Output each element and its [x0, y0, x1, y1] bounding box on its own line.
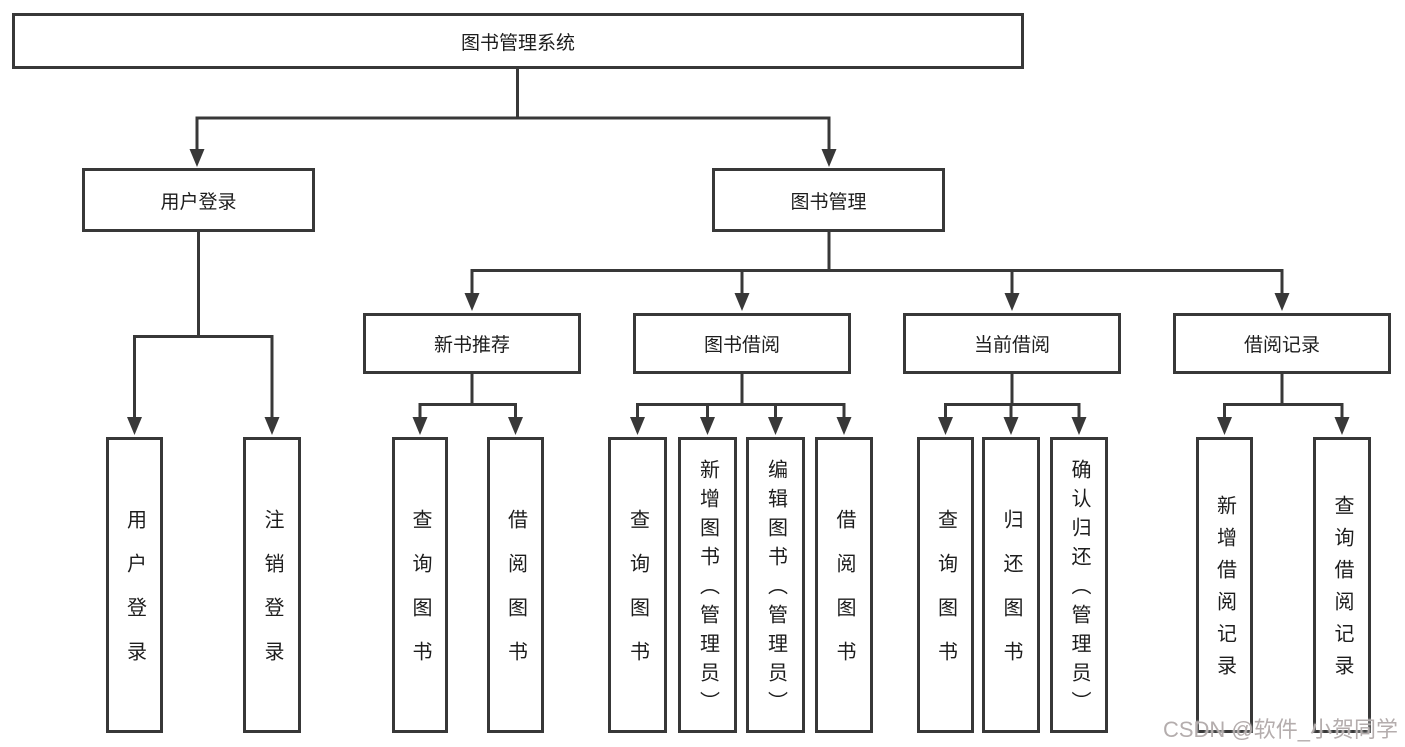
connector-root-to-level2: [195, 69, 831, 152]
leaf-current-query-books: 查询图书: [917, 437, 974, 733]
leaf-borrow-query-books: 查询图书: [608, 437, 667, 733]
leaf-logout-login-label: 注销登录: [261, 509, 283, 685]
node-borrow-records-label: 借阅记录: [1243, 335, 1320, 356]
node-current-borrow-label: 当前借阅: [973, 335, 1050, 356]
leaf-borrow-query-books-label: 查询图书: [626, 509, 649, 685]
csdn-watermark: CSDN @软件_小贺同学: [1162, 717, 1398, 742]
leaf-borrow-edit-books-admin-label: 编辑图书（管理员）: [764, 459, 787, 720]
connector-bookmgmt-to-level3: [470, 232, 1284, 297]
node-book-management: 图书管理: [712, 168, 945, 232]
leaf-borrow-edit-books-admin: 编辑图书（管理员）: [746, 437, 805, 733]
node-user-login: 用户登录: [82, 168, 315, 232]
node-new-book-recommend-label: 新书推荐: [433, 335, 510, 356]
connector-borrowrecords-to-leaves: [1223, 374, 1344, 421]
node-book-management-label: 图书管理: [790, 191, 867, 213]
connector-currentborrow-to-leaves: [944, 374, 1081, 421]
arrowheads: [127, 149, 1350, 435]
node-borrow-records: 借阅记录: [1173, 313, 1391, 374]
node-book-borrow: 图书借阅: [633, 313, 851, 374]
leaf-user-login-label: 用户登录: [123, 509, 146, 685]
leaf-borrow-add-books-admin-label: 新增图书（管理员）: [696, 459, 719, 720]
leaf-records-add-borrow-record-label: 新增借阅记录: [1213, 495, 1236, 687]
node-root: 图书管理系统: [12, 13, 1024, 69]
leaf-borrow-borrow-books-label: 借阅图书: [833, 509, 855, 685]
leaf-newrec-query-books: 查询图书: [392, 437, 448, 733]
node-user-login-label: 用户登录: [160, 191, 237, 213]
node-book-borrow-label: 图书借阅: [703, 335, 780, 356]
node-new-book-recommend: 新书推荐: [363, 313, 581, 374]
leaf-current-confirm-return-admin: 确认归还（管理员）: [1050, 437, 1108, 733]
node-current-borrow: 当前借阅: [903, 313, 1121, 374]
connector-newbook-to-leaves: [418, 374, 517, 421]
leaf-newrec-borrow-books: 借阅图书: [487, 437, 544, 733]
leaf-newrec-borrow-books-label: 借阅图书: [504, 509, 527, 685]
leaf-newrec-query-books-label: 查询图书: [409, 509, 431, 685]
leaf-user-login: 用户登录: [106, 437, 163, 733]
leaf-current-return-books: 归还图书: [982, 437, 1040, 733]
leaf-records-add-borrow-record: 新增借阅记录: [1196, 437, 1253, 733]
leaf-current-query-books-label: 查询图书: [934, 509, 957, 685]
leaf-records-query-borrow-record-label: 查询借阅记录: [1331, 495, 1353, 687]
connector-bookborrow-to-leaves: [636, 374, 846, 421]
leaf-logout-login: 注销登录: [243, 437, 301, 733]
leaf-records-query-borrow-record: 查询借阅记录: [1313, 437, 1371, 733]
node-root-label: 图书管理系统: [460, 32, 575, 54]
leaf-borrow-add-books-admin: 新增图书（管理员）: [678, 437, 737, 733]
leaf-current-confirm-return-admin-label: 确认归还（管理员）: [1068, 459, 1090, 720]
connector-userlogin-to-leaves: [133, 232, 274, 421]
leaf-current-return-books-label: 归还图书: [1000, 509, 1022, 685]
leaf-borrow-borrow-books: 借阅图书: [815, 437, 873, 733]
